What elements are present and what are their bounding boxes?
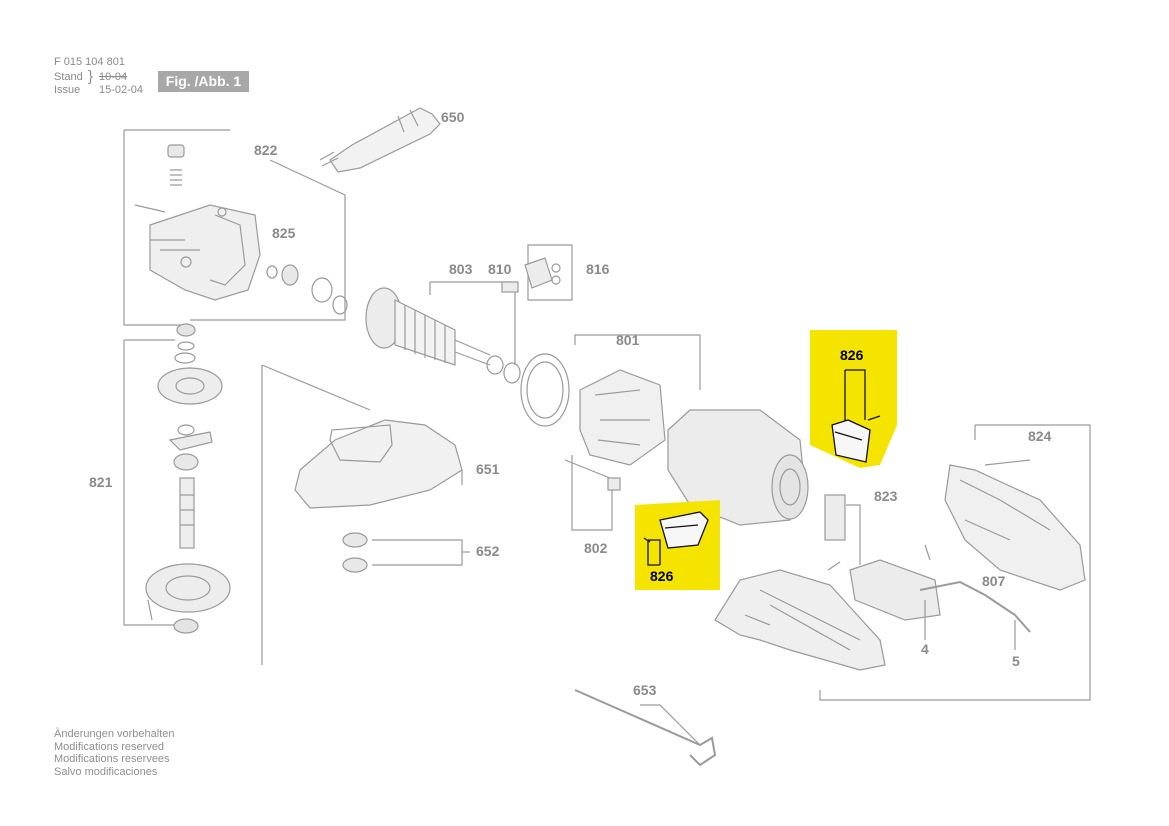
part-label-651: 651: [476, 461, 500, 477]
part-label-816: 816: [586, 261, 610, 277]
part-label-826-lower: 826: [650, 568, 674, 584]
note-line-de: Änderungen vorbehalten: [54, 728, 175, 740]
gear-head-housing-drawing: [149, 204, 261, 301]
note-line-en: Modifications reserved: [54, 740, 165, 753]
part-label-824: 824: [1028, 428, 1052, 444]
issue-label: Issue: [54, 84, 81, 96]
note-line-es: Salvo modificaciones: [54, 765, 158, 778]
stand-label: Stand: [54, 71, 83, 83]
part-label-803: 803: [449, 261, 473, 277]
part-label-802: 802: [584, 540, 608, 556]
stand-date: 10-04: [99, 71, 128, 83]
doc-number: F 015 104 801: [54, 56, 125, 68]
part-label-823: 823: [874, 488, 898, 504]
part-label-810: 810: [488, 261, 512, 277]
part-label-801: 801: [616, 332, 640, 348]
part-label-650: 650: [441, 109, 465, 125]
rear-handle-drawing: [714, 569, 886, 671]
part-label-807: 807: [982, 573, 1006, 589]
part-label-4: 4: [921, 641, 929, 657]
figure-label: Fig. /Abb. 1: [158, 71, 249, 92]
handle-frame-drawing: [819, 424, 1091, 701]
note-line-fr: Modifications reservees: [54, 753, 170, 765]
side-handle-drawing: [319, 107, 441, 173]
part-label-821: 821: [89, 474, 113, 490]
part-label-825: 825: [272, 225, 296, 241]
part-label-5: 5: [1012, 653, 1020, 669]
modifications-note: Änderungen vorbehalten Modifications res…: [54, 728, 174, 778]
part-label-822: 822: [254, 142, 278, 158]
wheel-guard-drawing: [294, 419, 463, 509]
armature-drawing: [365, 287, 521, 384]
issue-date: 15-02-04: [99, 84, 144, 96]
motor-housing-drawing: [520, 334, 809, 526]
part-label-826-upper: 826: [840, 347, 864, 363]
part-label-653: 653: [633, 682, 657, 698]
part-label-652: 652: [476, 543, 500, 559]
stand-brace: }: [88, 68, 94, 85]
